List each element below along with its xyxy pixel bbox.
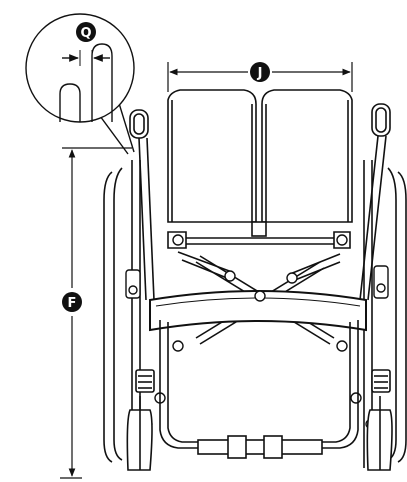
push-handles [129,103,391,301]
frame-bolts [143,234,375,429]
callout-seat-width: J [250,62,270,82]
callout-seat-height: F [62,292,82,312]
front-casters [126,369,393,471]
dimension-seat-height [60,147,132,479]
side-brackets [125,265,389,299]
detail-label: Q [80,26,91,41]
lower-frame [159,320,359,459]
seat-height-label: F [68,296,77,311]
right-rear-wheel [363,160,407,468]
seat-frame [167,231,351,345]
dimension-seat-width [167,62,353,92]
backrest [167,89,353,237]
seat-width-label: J [257,66,263,81]
detail-magnifier [25,13,135,155]
callout-detail: Q [76,22,96,42]
